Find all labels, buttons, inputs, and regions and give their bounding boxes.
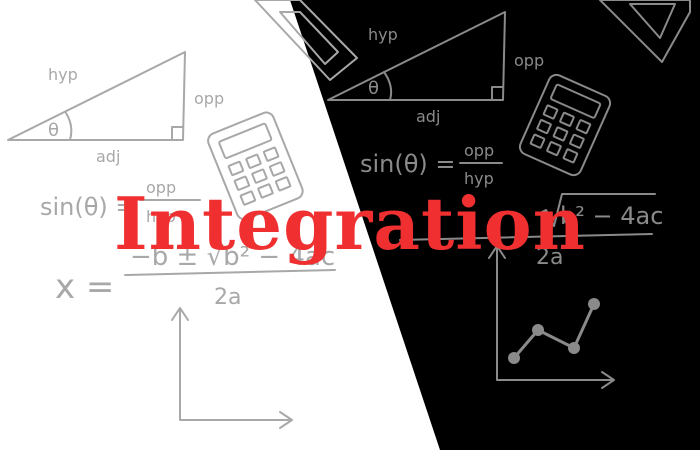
left-x-arrowhead	[279, 411, 293, 429]
left-graph-axes-icon	[179, 309, 291, 421]
graph-point	[588, 298, 600, 310]
right-graph-points	[508, 298, 600, 364]
right-sqrt-sign	[537, 193, 656, 227]
left-theta-label: θ	[48, 120, 59, 141]
left-opp-label: opp	[194, 89, 224, 108]
calculator-icon	[207, 111, 304, 221]
right-graph-axes-icon	[496, 247, 613, 381]
left-sketches	[7, 0, 358, 429]
left-y-arrowhead	[171, 307, 189, 321]
right-adj-label: adj	[416, 107, 440, 126]
graph-point	[508, 352, 520, 364]
line-graph-icon	[512, 302, 596, 360]
right-angle-arc	[383, 71, 393, 101]
left-quadratic-fraction-bar	[124, 269, 336, 276]
right-triangle-diagram-icon	[327, 11, 506, 101]
right-set-square-inner	[629, 3, 676, 39]
left-labels: hyp opp adj θ sin(θ) = opp hyp x = −b ± …	[40, 65, 335, 310]
right-quadratic-denominator: 2a	[536, 245, 563, 270]
angle-arc	[65, 112, 73, 141]
graph-point	[568, 342, 580, 354]
left-sine-numerator: opp	[146, 178, 176, 197]
graph-point	[532, 324, 544, 336]
triangle-diagram-icon	[7, 51, 186, 141]
left-adj-label: adj	[96, 147, 120, 166]
set-square-icon	[254, 0, 358, 81]
right-hyp-label: hyp	[368, 25, 398, 44]
set-square-inner	[279, 11, 339, 65]
right-y-arrowhead	[488, 245, 506, 259]
right-quadratic-numerator-tail: b² − 4ac	[560, 202, 663, 230]
right-quadratic-fraction-bar	[399, 233, 653, 241]
right-theta-label: θ	[368, 78, 379, 99]
right-sine-denominator: hyp	[464, 169, 494, 188]
left-quadratic-denominator: 2a	[214, 285, 241, 310]
right-sine-lhs: sin(θ) =	[360, 150, 456, 178]
right-sine-numerator: opp	[464, 141, 494, 160]
left-hyp-label: hyp	[48, 65, 78, 84]
right-set-square-icon	[599, 0, 691, 63]
right-right-angle-mark	[491, 86, 504, 101]
left-quadratic-numerator: −b ± √b² − 4ac	[130, 242, 335, 272]
left-sine-denominator: hyp	[146, 207, 176, 226]
left-sine-lhs: sin(θ) =	[40, 193, 136, 221]
page-title: Integration	[113, 181, 586, 266]
right-opp-label: opp	[514, 51, 544, 70]
right-calculator-icon	[518, 73, 612, 177]
right-x-arrowhead	[601, 371, 615, 389]
right-labels: hyp opp adj θ sin(θ) = opp hyp b² − 4ac …	[360, 25, 663, 270]
right-sketches	[327, 0, 691, 389]
right-angle-mark	[171, 126, 184, 141]
left-quadratic-lhs: x =	[55, 267, 114, 307]
